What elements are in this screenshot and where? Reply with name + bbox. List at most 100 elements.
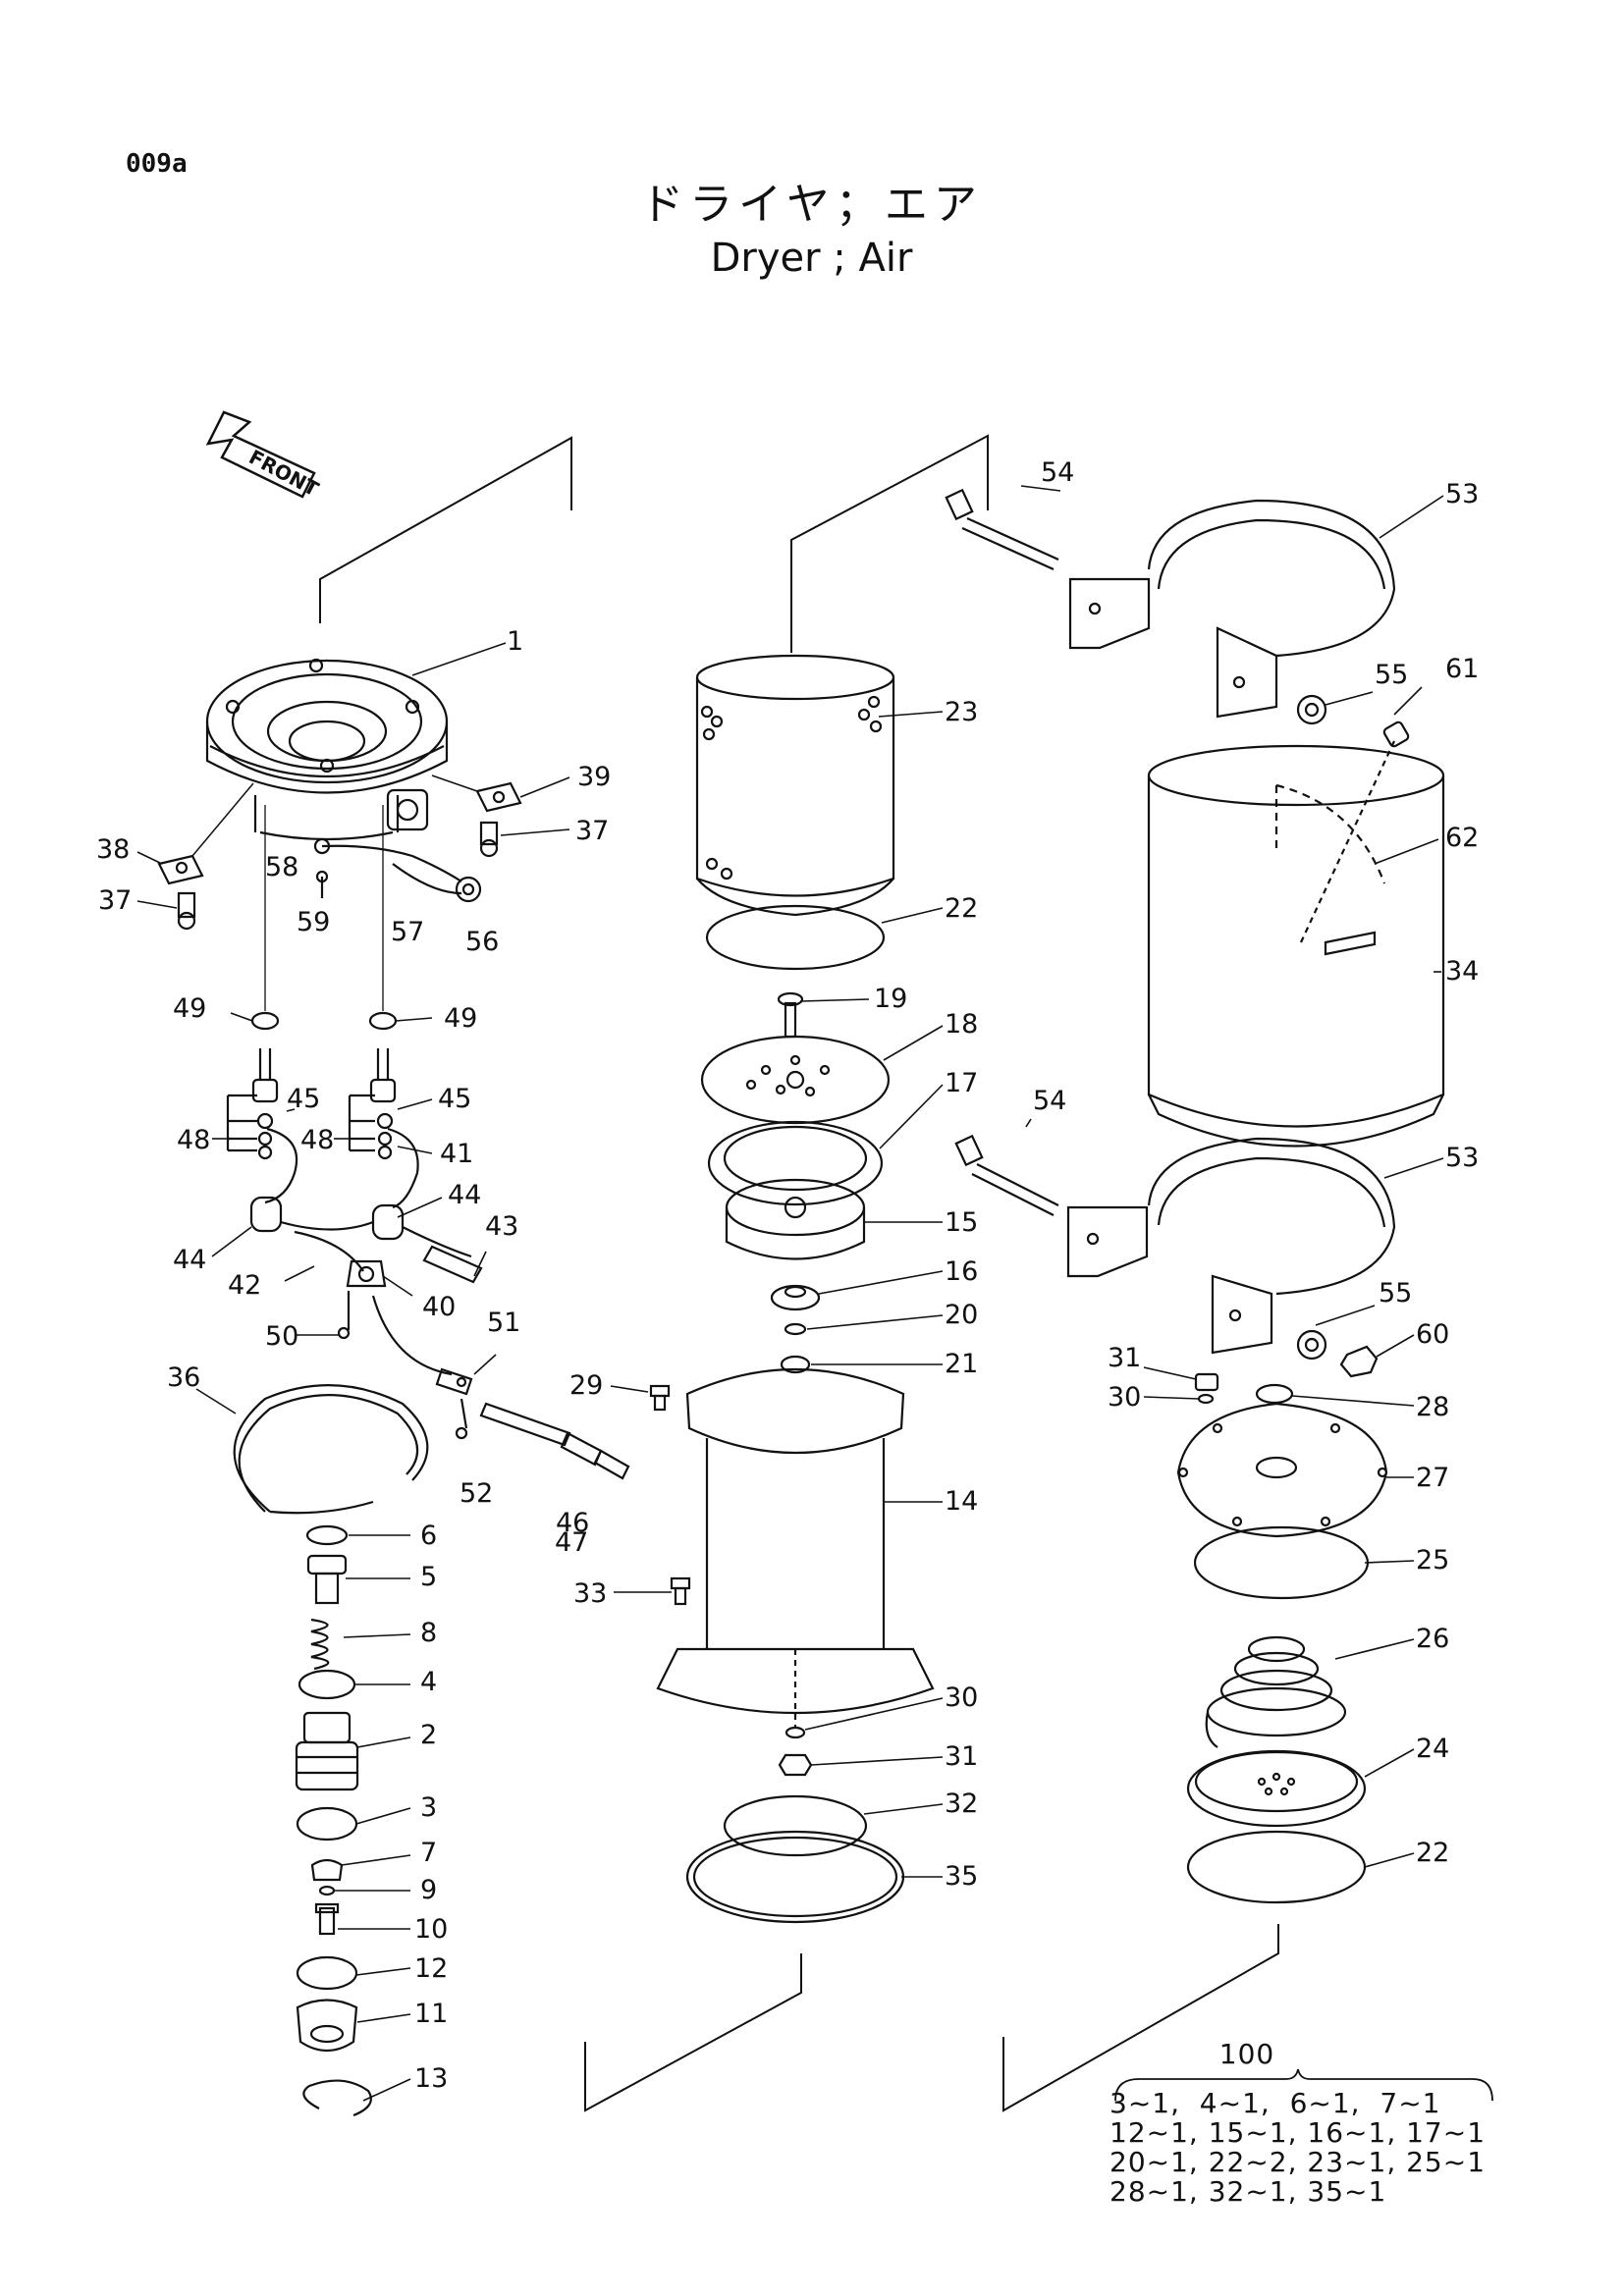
page-code: 009a (126, 149, 188, 179)
callout-18: 18 (945, 1009, 978, 1040)
screw-part-19 (777, 991, 804, 1039)
callout-6: 6 (420, 1521, 437, 1551)
callout-54b: 54 (1033, 1086, 1066, 1116)
bolt-part-54-upper (945, 488, 1059, 571)
valve-part-16 (770, 1284, 821, 1311)
filter-disk-part-22 (705, 904, 886, 971)
callout-43: 43 (485, 1211, 518, 1242)
callout-30b: 30 (1108, 1382, 1141, 1413)
callout-40: 40 (422, 1292, 456, 1322)
bolt-part-54-lower (954, 1134, 1059, 1216)
callout-4: 4 (420, 1667, 437, 1697)
leader-lines (136, 485, 1444, 2102)
callout-29: 29 (569, 1370, 603, 1401)
o-ring-part-20 (784, 1322, 807, 1336)
callout-47: 47 (555, 1527, 588, 1558)
callout-12: 12 (414, 1953, 448, 1984)
callout-57: 57 (391, 917, 424, 947)
title-english: Dryer ; Air (710, 236, 913, 281)
callout-23: 23 (945, 697, 978, 727)
piston-part-15 (725, 1178, 866, 1260)
plug-part-61 (1300, 721, 1410, 943)
callout-1: 1 (507, 626, 523, 657)
kit-number: 100 (1218, 2038, 1275, 2070)
callout-36: 36 (167, 1362, 200, 1393)
plate-part-18 (700, 1035, 891, 1125)
washer-part-30 (784, 1726, 806, 1739)
case-part-14 (656, 1355, 935, 1728)
callout-55a: 55 (1375, 660, 1408, 690)
callout-53a: 53 (1445, 479, 1479, 509)
nut-part-60 (1339, 1345, 1379, 1378)
o-ring-part-25 (1193, 1525, 1370, 1600)
callout-15: 15 (945, 1207, 978, 1238)
callout-22a: 22 (945, 893, 978, 924)
callout-25: 25 (1416, 1545, 1449, 1575)
callout-60: 60 (1416, 1319, 1449, 1350)
callout-7: 7 (420, 1838, 437, 1868)
callout-41: 41 (440, 1139, 473, 1169)
kit-line-3: 20~1, 22~2, 23~1, 25~1 (1109, 2146, 1487, 2178)
kit-line-4: 28~1, 32~1, 35~1 (1109, 2175, 1387, 2208)
callout-37: 37 (575, 816, 609, 846)
callout-45a: 45 (287, 1084, 320, 1114)
filter-disk-part-22-right (1186, 1830, 1367, 1904)
callout-49a: 49 (173, 993, 206, 1024)
callout-49b: 49 (444, 1003, 477, 1034)
nut-part-31 (778, 1753, 813, 1777)
callout-2: 2 (420, 1720, 437, 1750)
wiring-harness-40-47 (280, 1220, 630, 1480)
callout-20: 20 (945, 1300, 978, 1330)
callout-21: 21 (945, 1349, 978, 1379)
callout-58: 58 (265, 852, 298, 882)
callout-5: 5 (420, 1562, 437, 1592)
callout-10: 10 (414, 1914, 448, 1945)
callout-52: 52 (460, 1478, 493, 1509)
callout-33: 33 (573, 1578, 607, 1609)
desiccant-cartridge-part-23 (695, 654, 895, 917)
callout-3: 3 (420, 1792, 437, 1823)
callout-26: 26 (1416, 1624, 1449, 1654)
kit-line-1: 3~1, 4~1, 6~1, 7~1 (1109, 2087, 1441, 2119)
harness-parts-56-59 (313, 837, 482, 903)
bolt-part-33 (670, 1576, 691, 1606)
callout-50: 50 (265, 1321, 298, 1352)
callout-53b: 53 (1445, 1143, 1479, 1173)
callout-14: 14 (945, 1486, 978, 1517)
kit-line-2: 12~1, 15~1, 16~1, 17~1 (1109, 2116, 1487, 2149)
band-part-53-upper (1068, 499, 1396, 719)
callout-61: 61 (1445, 654, 1479, 684)
callout-35: 35 (945, 1861, 978, 1892)
nut-part-31-right (1194, 1372, 1219, 1392)
callout-22b: 22 (1416, 1838, 1449, 1868)
kit-contents-note: 100 3~1, 4~1, 6~1, 7~1 12~1, 15~1, 16~1,… (1109, 2040, 1502, 2207)
callout-39: 39 (577, 762, 611, 792)
snap-ring-part-36 (233, 1384, 429, 1515)
head-housing-part-1 (205, 658, 449, 841)
callout-27: 27 (1416, 1463, 1449, 1493)
callout-32: 32 (945, 1789, 978, 1819)
callout-31b: 31 (1108, 1343, 1141, 1373)
nut-part-55-lower (1296, 1329, 1327, 1361)
sensor-assemblies-48 (226, 1048, 419, 1241)
callout-38: 38 (96, 834, 130, 865)
band-part-53-lower (1066, 1137, 1396, 1355)
valve-stack-parts-2-13 (295, 1524, 372, 2117)
bracket-part-39 (431, 774, 522, 813)
callout-31a: 31 (945, 1741, 978, 1772)
callout-8: 8 (420, 1618, 437, 1648)
valve-part-28 (1255, 1383, 1294, 1405)
callout-numbers: 1 39 37 38 37 58 59 57 56 49 49 45 45 48… (96, 457, 1479, 2094)
callout-62: 62 (1445, 823, 1479, 853)
callout-9: 9 (420, 1875, 437, 1905)
nut-part-55-upper (1296, 694, 1327, 725)
bolt-part-29 (649, 1384, 671, 1412)
callout-11: 11 (414, 1999, 448, 2029)
callout-24: 24 (1416, 1734, 1449, 1764)
callout-37b: 37 (98, 885, 132, 916)
tank-part-34 (1147, 744, 1445, 1148)
callout-48a: 48 (177, 1125, 210, 1155)
callout-51: 51 (487, 1308, 520, 1338)
spring-part-26 (1205, 1635, 1347, 1748)
